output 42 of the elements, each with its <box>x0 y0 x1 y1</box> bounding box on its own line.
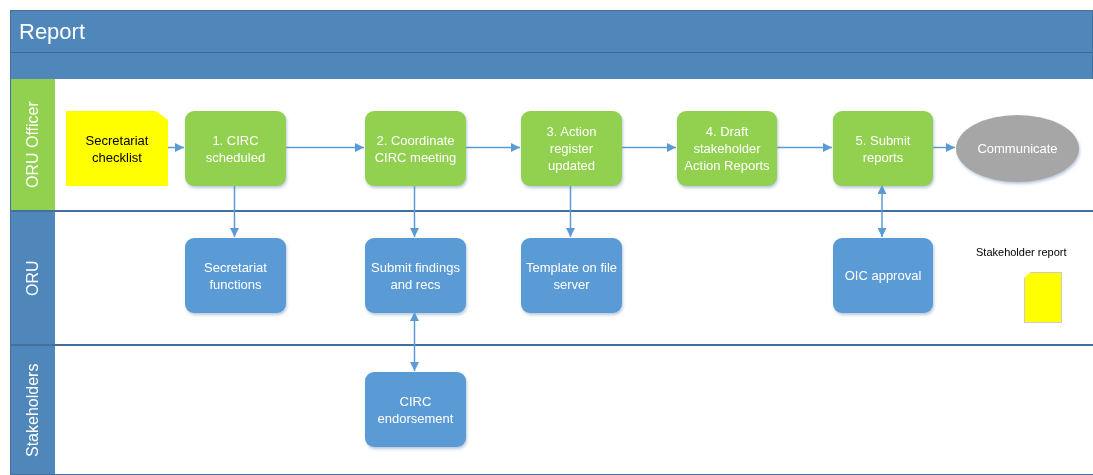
box-label: Template on file server <box>525 258 618 293</box>
box-label: Submit findings and recs <box>370 258 461 293</box>
arrow <box>410 311 419 372</box>
process-box <box>365 372 466 447</box>
swimlane <box>11 212 1093 346</box>
arrow <box>566 184 575 238</box>
process-box <box>185 238 286 313</box>
arrow <box>877 184 887 238</box>
box-label: CIRC endorsement <box>376 392 455 427</box>
legend-label: Stakeholder report <box>976 246 1067 258</box>
process-box <box>365 111 466 186</box>
lane-header: ORU Officer <box>11 79 55 210</box>
lane-header: Stakeholders <box>11 346 55 474</box>
document-note <box>66 111 168 186</box>
arrow <box>775 143 833 152</box>
swimlane-pool <box>10 10 1093 475</box>
box-label: Secretariat checklist <box>84 131 150 166</box>
arrow <box>464 143 521 152</box>
box-label: Secretariat functions <box>203 258 268 293</box>
lane-header: ORU <box>11 212 55 344</box>
box-label: 1. CIRC scheduled <box>204 131 267 166</box>
box-label: Communicate <box>977 140 1058 157</box>
process-box <box>833 111 933 186</box>
box-label: 3. Action register updated <box>545 123 598 174</box>
box-label: 4. Draft stakeholder Action Reports <box>683 123 771 174</box>
process-box <box>521 238 622 313</box>
process-box <box>677 111 777 186</box>
arrow <box>230 184 239 238</box>
swimlane <box>11 79 1093 212</box>
box-label: OIC approval <box>844 267 922 284</box>
swimlane <box>11 346 1093 475</box>
arrow <box>284 143 365 152</box>
arrow <box>620 143 677 152</box>
box-label: 5. Submit reports <box>854 131 912 166</box>
arrow <box>931 143 956 152</box>
process-box <box>521 111 622 186</box>
process-box <box>365 238 466 313</box>
process-box <box>833 238 933 313</box>
process-box <box>185 111 286 186</box>
arrow <box>410 184 419 238</box>
box-label: 2. Coordinate CIRC meeting <box>373 131 458 166</box>
pool-title: Report <box>19 19 86 45</box>
